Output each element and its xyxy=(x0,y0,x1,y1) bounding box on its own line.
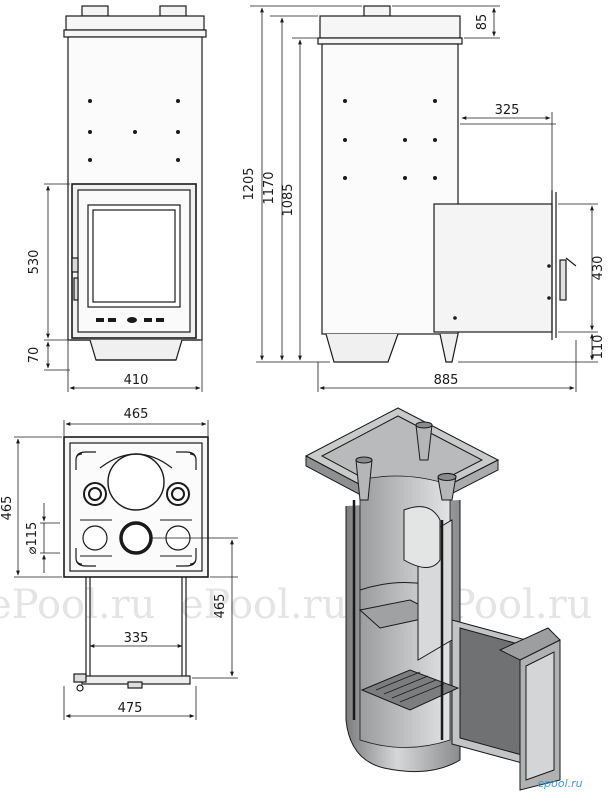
dim-side-height-1085: 1085 xyxy=(281,183,296,216)
watermark-2: ePool.ru xyxy=(180,582,348,628)
watermark-1: ePool.ru xyxy=(0,582,156,628)
dim-top-depth: 465 xyxy=(0,496,15,521)
dim-front-base-height: 70 xyxy=(27,347,42,364)
dim-side-offset: 325 xyxy=(495,103,520,118)
cutaway-3d-view xyxy=(304,407,561,791)
dim-top-rail-width: 335 xyxy=(124,631,149,646)
dim-front-width: 410 xyxy=(124,373,149,388)
side-view xyxy=(250,5,598,392)
front-view xyxy=(44,5,207,392)
dim-side-total-height: 1205 xyxy=(242,167,257,200)
dim-front-door-height: 530 xyxy=(27,250,42,275)
dim-side-top: 85 xyxy=(475,14,490,31)
brand-logo: epool.ru xyxy=(537,777,582,790)
dim-side-box-height: 430 xyxy=(591,256,606,281)
dim-top-width: 465 xyxy=(124,407,149,422)
top-view xyxy=(14,420,238,720)
dim-top-depth-lower: 465 xyxy=(213,594,228,619)
dim-top-total-width: 475 xyxy=(118,701,143,716)
dim-side-box-base: 110 xyxy=(591,335,606,360)
dim-side-total-depth: 885 xyxy=(434,373,459,388)
dim-top-pipe-diameter: ⌀115 xyxy=(25,522,40,555)
dim-side-height-1170: 1170 xyxy=(262,171,277,204)
watermarks: ePool.ru ePool.ru ePool.ru xyxy=(0,582,593,628)
